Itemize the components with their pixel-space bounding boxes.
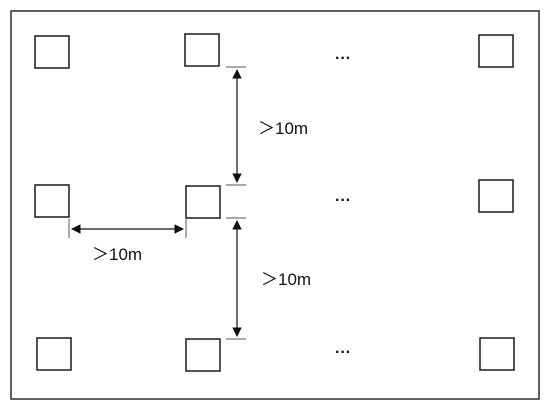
unit-box-r3-c1 (36, 337, 72, 371)
ellipsis-row3: ··· (335, 344, 351, 361)
spacing-label-horizontal: ＞10m (92, 245, 142, 264)
ellipsis-row1: ··· (335, 50, 351, 67)
unit-box-r3-c2 (185, 338, 221, 372)
spacing-label-vertical-top: ＞10m (258, 119, 308, 138)
unit-box-r1-c3 (478, 34, 514, 68)
site-boundary-frame (10, 10, 540, 400)
unit-box-r1-c1 (34, 35, 70, 69)
unit-box-r2-c1 (34, 184, 70, 218)
unit-box-r2-c3 (478, 179, 514, 213)
spacing-label-vertical-bottom: ＞10m (261, 270, 311, 289)
vertical-dimension-top (226, 66, 246, 186)
unit-box-r2-c2 (185, 185, 221, 219)
vertical-dimension-bottom (226, 217, 246, 340)
unit-box-r1-c2 (184, 33, 220, 67)
unit-box-r3-c3 (479, 337, 515, 371)
horizontal-dimension (68, 219, 187, 238)
ellipsis-row2: ··· (335, 192, 351, 209)
